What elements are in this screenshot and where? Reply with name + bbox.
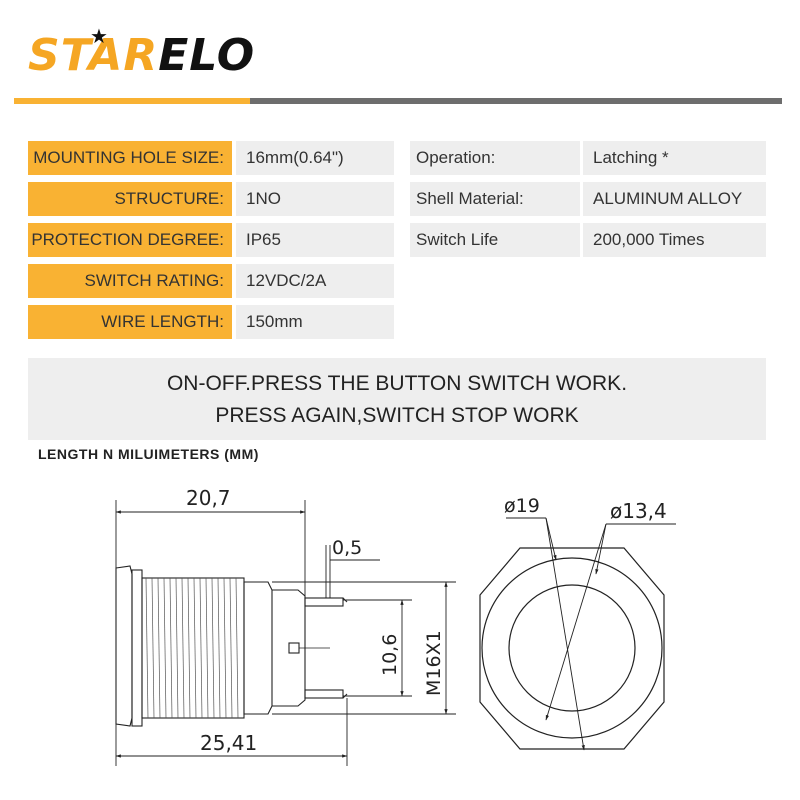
thread-ridge [235,577,239,719]
dim-25-41-label: 25,41 [200,731,257,755]
thread-ridge [181,577,185,719]
thread-ridge [229,577,233,719]
spec-value: 16mm(0.64") [236,141,394,175]
star-icon: ★ [90,26,108,48]
spec-label: WIRE LENGTH: [28,305,232,339]
header-divider-bar [250,98,782,104]
thread-lines [145,577,239,719]
spec-label: Shell Material: [410,182,580,216]
dim-20-7-label: 20,7 [186,486,231,510]
dim-d19-label: ø19 [504,495,540,517]
thread-ridge [157,577,161,719]
spec-label: Switch Life [410,223,580,257]
drawing-title: LENGTH N MILUIMETERS (MM) [38,446,259,462]
thread-ridge [199,577,203,719]
spec-value: 150mm [236,305,394,339]
dim-d13-4-label: ø13,4 [610,499,667,523]
logo-elo-part: ELO [158,30,256,81]
thread-ridge [175,577,179,719]
logo-star-part: STAR [28,30,159,81]
header-accent-bar [14,98,250,104]
thread-ridge [145,577,149,719]
spec-label: MOUNTING HOLE SIZE: [28,141,232,175]
spec-label: PROTECTION DEGREE: [28,223,232,257]
spec-label: STRUCTURE: [28,182,232,216]
dim-0-5-label: 0,5 [332,537,362,559]
thread-ridge [211,577,215,719]
thread-ridge [205,577,209,719]
spec-value: 200,000 Times [583,223,766,257]
spec-value: 1NO [236,182,394,216]
front-view-dimensions [506,517,676,751]
spec-label: SWITCH RATING: [28,264,232,298]
spec-value: IP65 [236,223,394,257]
operation-note: ON-OFF.PRESS THE BUTTON SWITCH WORK. PRE… [28,358,766,440]
dim-m16-label: M16X1 [423,630,445,696]
spec-value: ALUMINUM ALLOY [583,182,766,216]
thread-ridge [217,577,221,719]
thread-ridge [163,577,167,719]
thread-ridge [151,577,155,719]
dimension-lines [115,500,456,766]
spec-label: Operation: [410,141,580,175]
thread-ridge [169,577,173,719]
thread-ridge [223,577,227,719]
note-line-2: PRESS AGAIN,SWITCH STOP WORK [215,404,579,427]
front-view [479,547,665,750]
thread-ridge [187,577,191,719]
note-line-1: ON-OFF.PRESS THE BUTTON SWITCH WORK. [166,372,628,395]
spec-value: 12VDC/2A [236,264,394,298]
dim-10-6-label: 10,6 [379,634,401,676]
thread-ridge [193,577,197,719]
spec-value: Latching * [583,141,766,175]
